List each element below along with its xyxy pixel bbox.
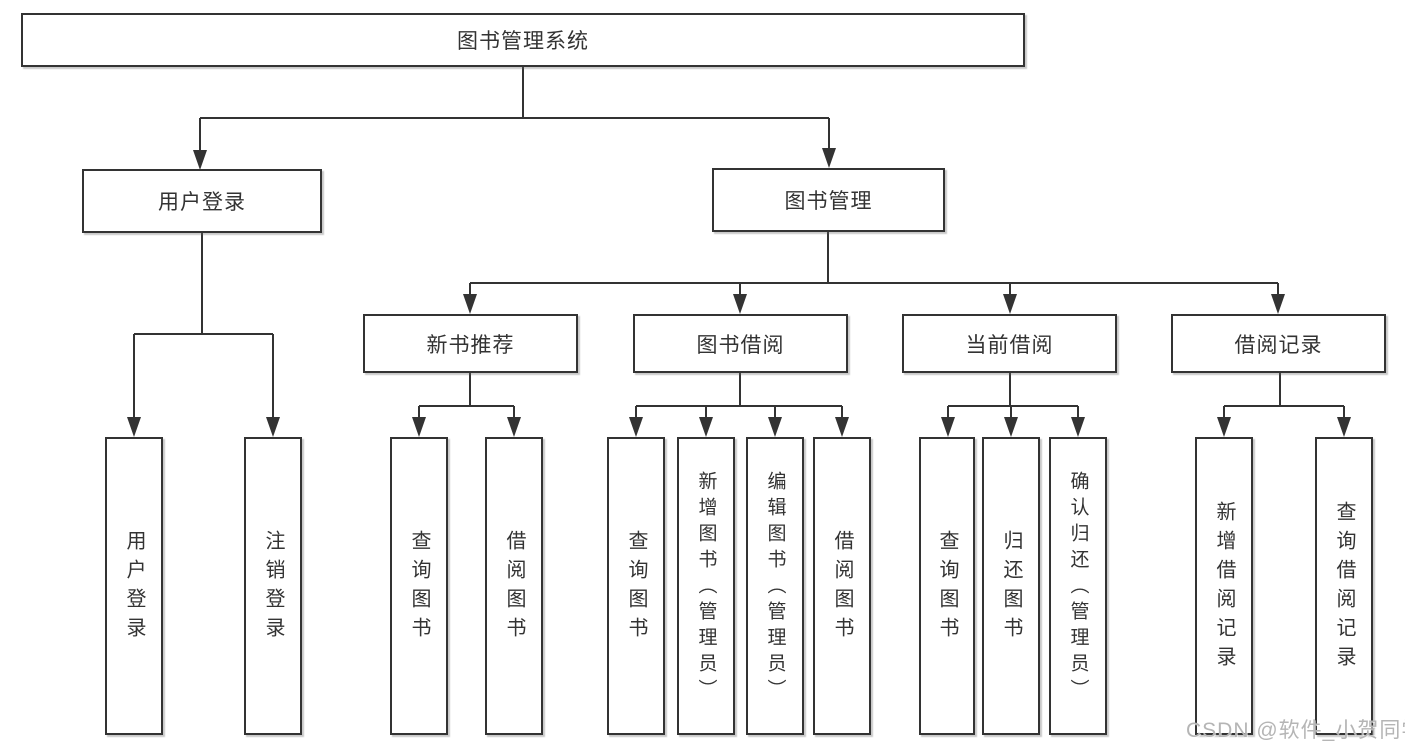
node-book-borrowing: 图书借阅 [633,314,848,373]
leaf-borrowing-add-books-admin: 新增图书（管理员） [677,437,735,735]
leaf-borrowing-query-books: 查询图书 [607,437,665,735]
csdn-watermark: CSDN @软件_小贺同学 [1186,719,1405,742]
leaf-borrowing-borrow-books: 借阅图书 [813,437,871,735]
node-book-management: 图书管理 [712,168,945,232]
leaf-recommend-borrow-books: 借阅图书 [485,437,543,735]
leaf-current-confirm-return-admin: 确认归还（管理员） [1049,437,1107,735]
node-user-login: 用户登录 [82,169,322,233]
leaf-user-login: 用户登录 [105,437,163,735]
node-borrowing-records: 借阅记录 [1171,314,1386,373]
leaf-logout: 注销登录 [244,437,302,735]
leaf-borrowing-edit-books-admin: 编辑图书（管理员） [746,437,804,735]
leaf-current-return-books: 归还图书 [982,437,1040,735]
leaf-records-add-record: 新增借阅记录 [1195,437,1253,735]
leaf-current-query-books: 查询图书 [919,437,975,735]
node-current-borrowing: 当前借阅 [902,314,1117,373]
node-new-book-recommendation: 新书推荐 [363,314,578,373]
leaf-recommend-query-books: 查询图书 [390,437,448,735]
node-library-management-system: 图书管理系统 [21,13,1025,67]
leaf-records-query-record: 查询借阅记录 [1315,437,1373,735]
